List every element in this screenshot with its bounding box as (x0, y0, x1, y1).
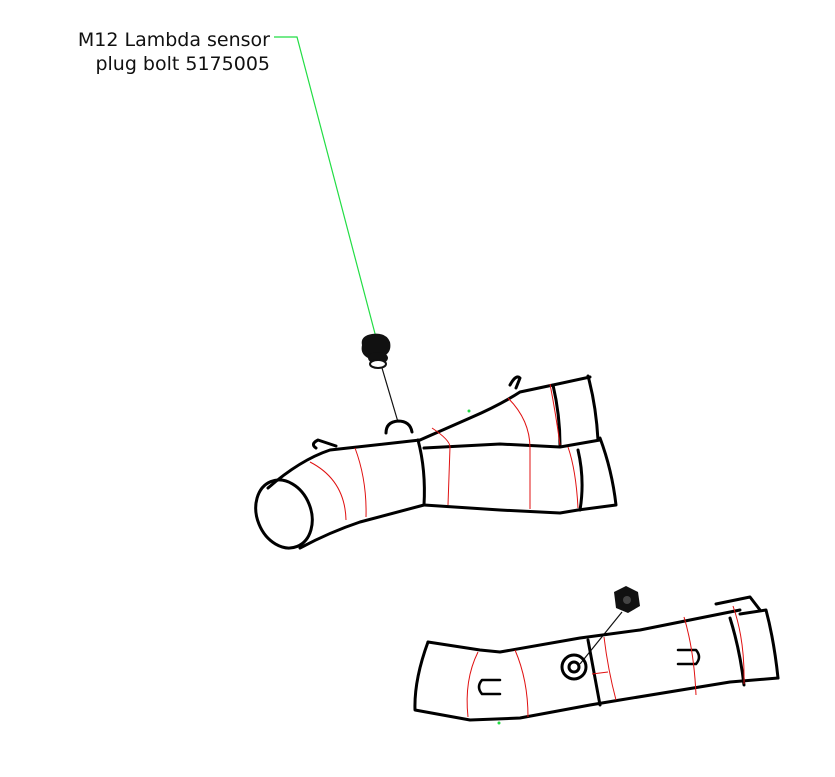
lambda-bolt-lower-icon (579, 586, 640, 665)
marker-dot (467, 409, 471, 413)
leader-line (274, 36, 379, 346)
weld-lines-lower (466, 605, 745, 718)
marker-dot-lower (497, 721, 501, 725)
exhaust-y-pipe-upper (254, 374, 618, 550)
callout-line-2: plug bolt 5175005 (95, 53, 270, 75)
lambda-bolt-upper-icon (361, 333, 399, 423)
callout-line-1: M12 Lambda sensor (77, 29, 270, 51)
weld-lines-upper (309, 383, 579, 521)
exhaust-y-pipe-lower (413, 595, 780, 722)
callout-label-lambda-bolt: M12 Lambda sensor plug bolt 5175005 (78, 28, 270, 76)
